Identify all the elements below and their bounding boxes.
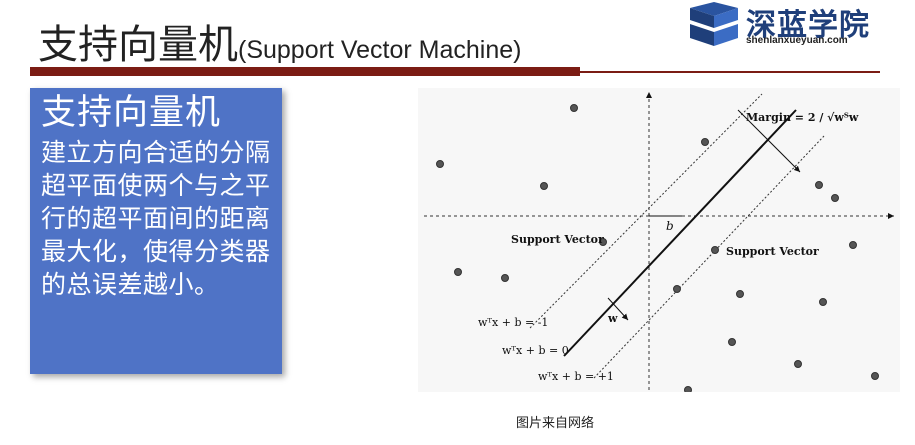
support-vector-label-right: Support Vector — [726, 245, 819, 258]
hyperplane-minus — [529, 93, 763, 329]
definition-body: 建立方向合适的分隔超平面使两个与之平行的超平面间的距离最大化，使得分类器的总误差… — [41, 138, 271, 299]
w-arrow — [607, 297, 629, 321]
equation-zero: wᵀx + b = 0 — [502, 344, 569, 357]
data-point — [815, 181, 823, 189]
page-title: 支持向量机(Support Vector Machine) — [38, 12, 521, 70]
w-label: w — [607, 312, 618, 325]
page-title-en: (Support Vector Machine) — [238, 36, 522, 64]
data-point — [454, 268, 462, 276]
page-title-cn: 支持向量机 — [38, 22, 238, 68]
margin-label: Margin = 2 / √wᵀw — [746, 111, 859, 124]
equation-minus: wᵀx + b = -1 — [478, 316, 548, 329]
b-label: b — [666, 219, 674, 233]
svm-diagram-svg: Margin = 2 / √wᵀw Support Vector Support… — [424, 92, 894, 394]
definition-box: 支持向量机 建立方向合适的分隔超平面使两个与之平行的超平面间的距离最大化，使得分… — [30, 88, 282, 374]
logo-brand: 深蓝学院 — [746, 8, 870, 43]
definition-heading: 支持向量机 — [41, 93, 222, 133]
header-rule-thin — [580, 71, 880, 73]
data-point — [570, 104, 578, 112]
data-point — [711, 246, 719, 254]
data-point — [794, 360, 802, 368]
logo: 深蓝学院 shenlanxueyuan.com — [684, 2, 894, 48]
data-points — [436, 104, 879, 394]
margin-arrow — [737, 109, 801, 173]
data-point — [728, 338, 736, 346]
header-rule — [30, 67, 580, 76]
svm-diagram: Margin = 2 / √wᵀw Support Vector Support… — [418, 88, 900, 394]
support-vector-label-left: Support Vector — [511, 233, 604, 246]
data-point — [684, 386, 692, 394]
data-point — [701, 138, 709, 146]
data-point — [849, 241, 857, 249]
logo-mark-icon — [690, 2, 738, 46]
logo-url: shenlanxueyuan.com — [746, 35, 848, 46]
data-point — [436, 160, 444, 168]
equation-plus: wᵀx + b = +1 — [538, 370, 614, 383]
data-point — [599, 238, 607, 246]
data-point — [540, 182, 548, 190]
data-point — [831, 194, 839, 202]
data-point — [819, 298, 827, 306]
data-point — [673, 285, 681, 293]
data-point — [736, 290, 744, 298]
hyperplane-zero — [563, 109, 797, 357]
data-point — [501, 274, 509, 282]
data-point — [871, 372, 879, 380]
image-caption: 图片来自网络 — [516, 416, 595, 431]
